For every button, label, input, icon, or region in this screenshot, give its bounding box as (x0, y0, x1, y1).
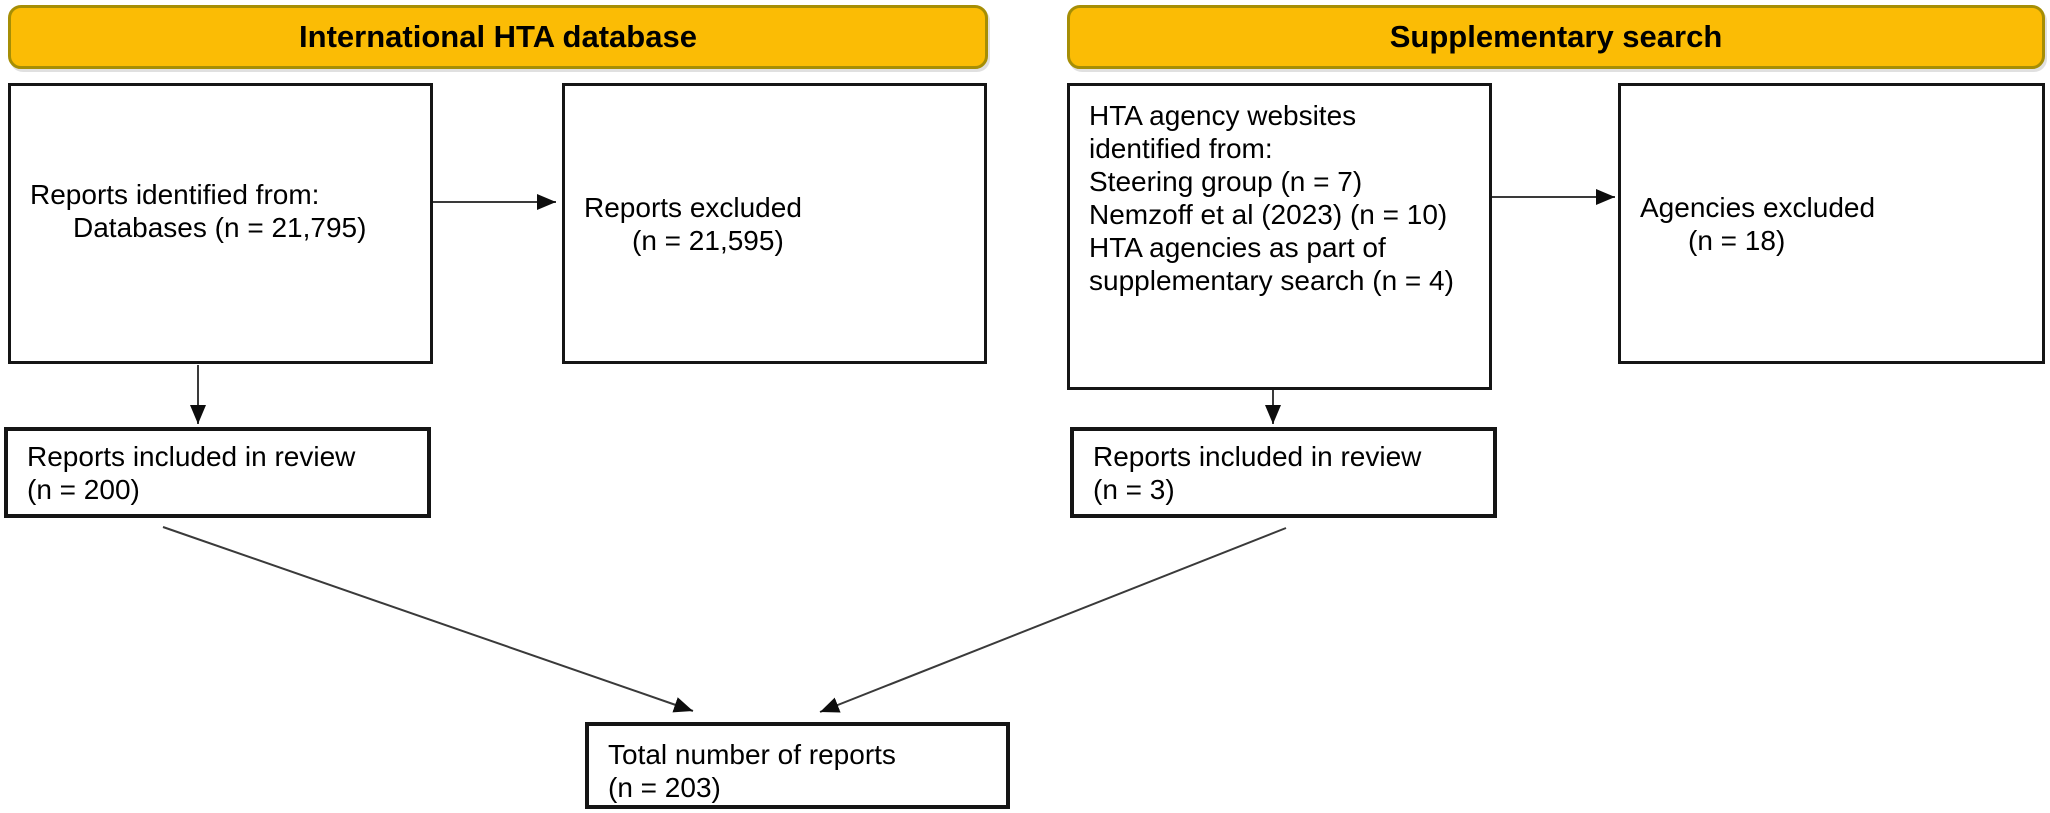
box-line: Databases (n = 21,795) (73, 211, 367, 243)
box-line: Nemzoff et al (2023) (n = 10) (1089, 199, 1448, 230)
box-line: Steering group (n = 7) (1089, 166, 1363, 197)
box-line: HTA agencies as part of (1089, 232, 1386, 263)
box-line: supplementary search (n = 4) (1089, 265, 1454, 296)
arrow-included-supplementary-to-total (819, 527, 1287, 713)
box-line: Agencies excluded (1640, 191, 1876, 223)
box-line: (n = 200) (27, 473, 140, 505)
arrow-included-database-to-total (162, 526, 694, 713)
header-international-hta-database: International HTA database (8, 5, 988, 69)
header-label: International HTA database (299, 19, 697, 54)
box-line: Reports identified from: (30, 178, 320, 210)
box-hta-agency-websites: HTA agency websites identified from: Ste… (1067, 83, 1492, 390)
box-reports-included-database: Reports included in review (n = 200) (4, 427, 431, 518)
box-line: Reports excluded (584, 191, 802, 223)
box-agencies-excluded: Agencies excluded (n = 18) (1618, 83, 2045, 364)
box-reports-excluded: Reports excluded (n = 21,595) (562, 83, 987, 364)
box-line: Reports included in review (27, 440, 356, 472)
box-line: (n = 3) (1093, 473, 1175, 505)
box-line: Reports included in review (1093, 440, 1422, 472)
box-line: (n = 21,595) (632, 224, 784, 256)
header-label: Supplementary search (1389, 19, 1723, 54)
header-supplementary-search: Supplementary search (1067, 5, 2045, 69)
box-line: (n = 203) (608, 771, 721, 803)
box-line: (n = 18) (1688, 224, 1786, 256)
box-reports-included-supplementary: Reports included in review (n = 3) (1070, 427, 1497, 518)
box-line: identified from: (1089, 133, 1273, 164)
box-reports-identified: Reports identified from: Databases (n = … (8, 83, 433, 364)
box-line: Total number of reports (608, 738, 896, 770)
box-total-reports: Total number of reports (n = 203) (585, 722, 1010, 809)
box-line: HTA agency websites (1089, 100, 1357, 131)
